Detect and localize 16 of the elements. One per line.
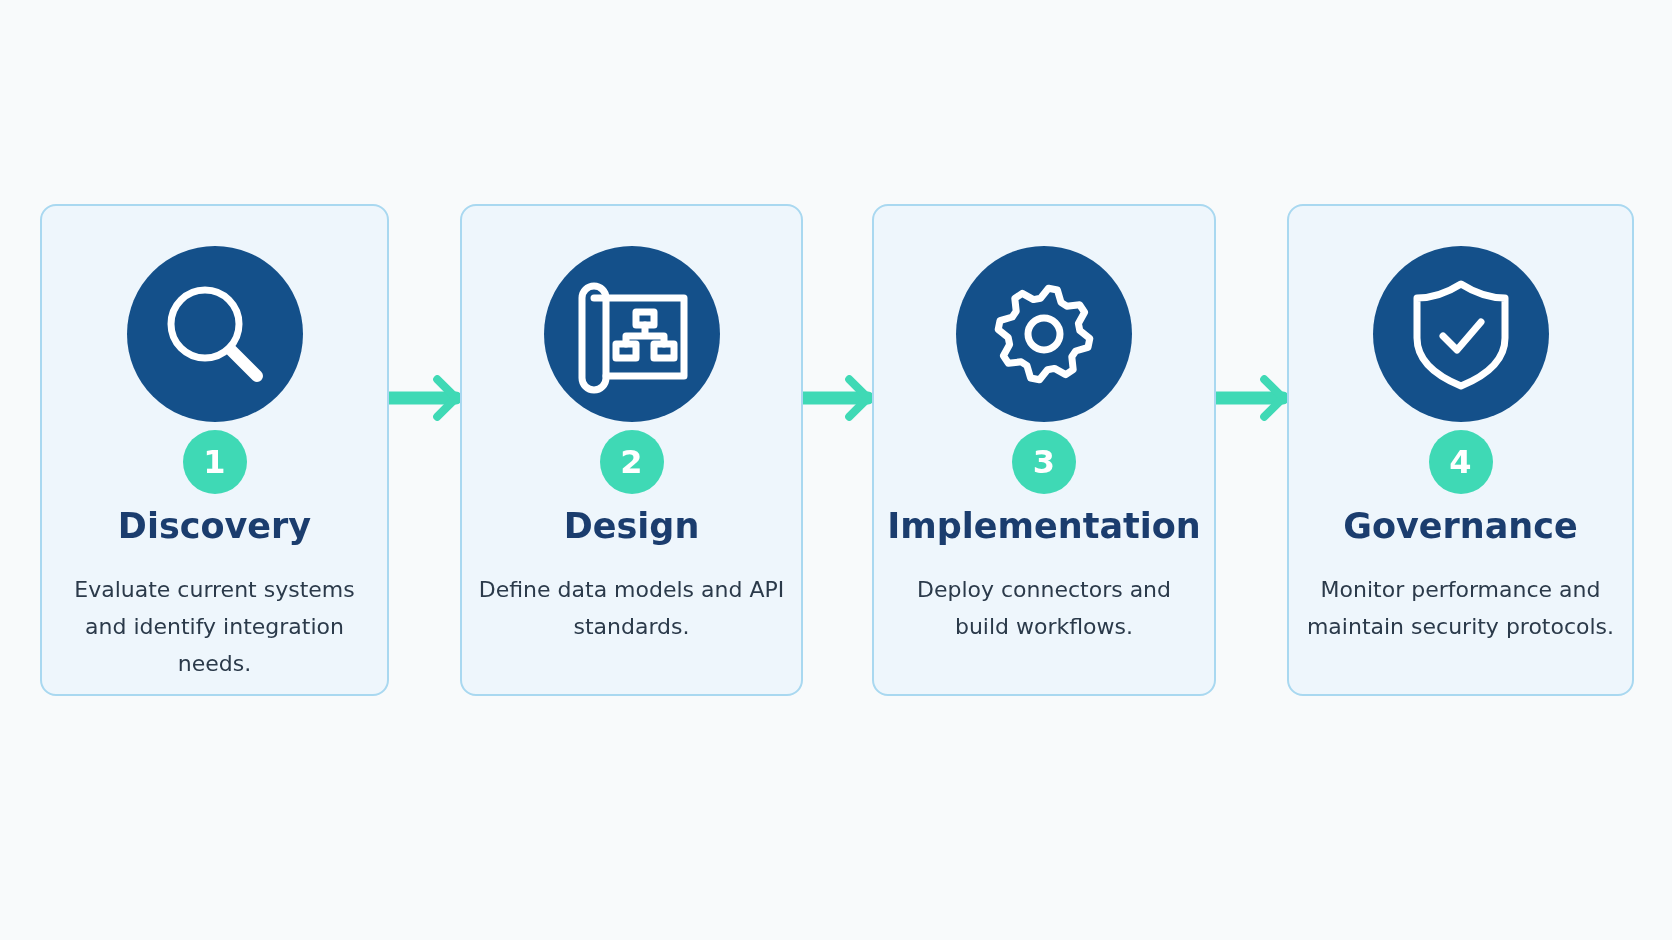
step-number: 4: [1428, 430, 1493, 494]
step-description: Deploy connectors and build workflows.: [915, 576, 1173, 641]
step-number: 2: [599, 430, 664, 494]
step-title: Governance: [1342, 506, 1579, 546]
step-card: [1287, 204, 1634, 696]
step-description: Define data models and API standards.: [477, 576, 786, 641]
step-card: [872, 204, 1216, 696]
step-description: Monitor performance and maintain security protocols.: [1305, 576, 1616, 641]
step-title: Discovery: [116, 506, 313, 546]
step-card: [460, 204, 803, 696]
step-title: Implementation: [886, 506, 1202, 546]
step-title: Design: [562, 506, 701, 546]
step-card: [40, 204, 389, 696]
step-description: Evaluate current systems and identify integration needs.: [73, 576, 356, 678]
step-number: 1: [182, 430, 247, 494]
step-number: 3: [1012, 430, 1076, 494]
